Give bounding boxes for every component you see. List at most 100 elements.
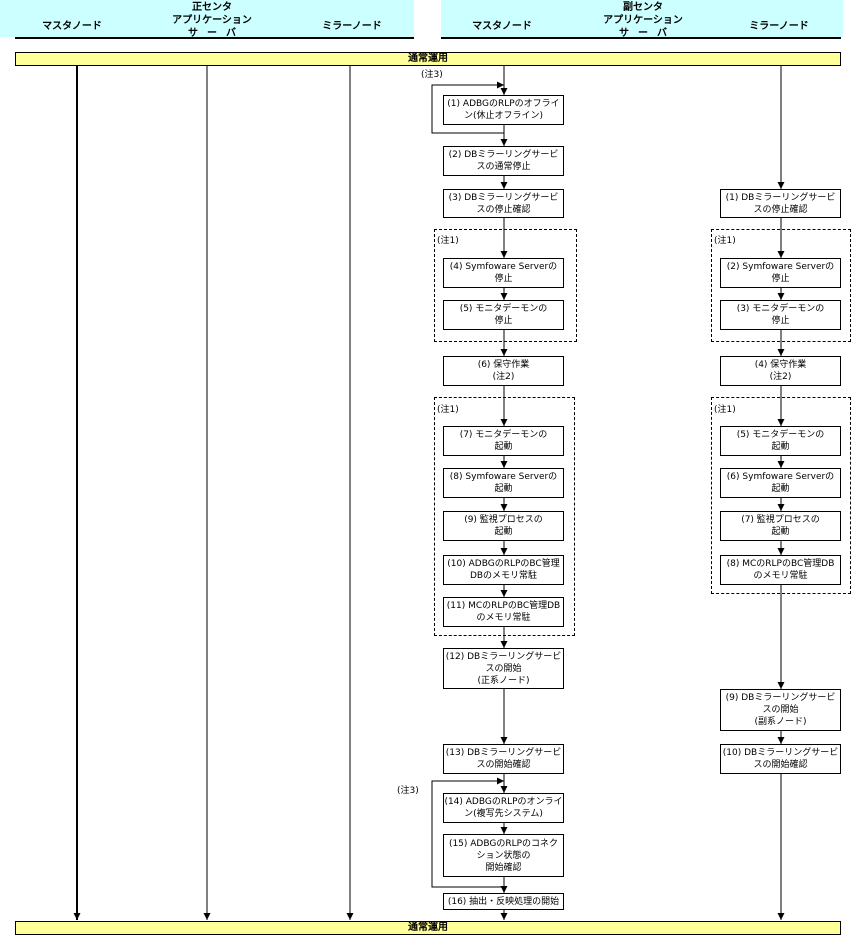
- step-text-line: (副系ノード): [754, 717, 807, 727]
- note3-label: (注3): [397, 786, 419, 796]
- note1-group-stop: [434, 229, 577, 342]
- step-text-line: (10) DBミラーリングサービ: [722, 748, 839, 758]
- step-text-line: (3) モニタデーモンの: [736, 304, 825, 314]
- step-text-line: スの停止確認: [753, 204, 808, 215]
- step-text-line: 起動: [494, 527, 513, 537]
- step-text-line: (15) ADBGのRLPのコネク: [448, 838, 559, 849]
- master-step-5-box: (5) モニタデーモンの 停止: [443, 300, 564, 330]
- step-text-line: (10) ADBGのRLPのBC管理: [447, 559, 560, 569]
- master-step-2-box: (2) DBミラーリングサービ スの通常停止: [443, 146, 564, 176]
- note1-group-start-mirror: [711, 397, 851, 594]
- step-text-line: 起動: [494, 484, 513, 494]
- mirror-step-2-box: (2) Symfoware Serverの 停止: [720, 258, 841, 288]
- secondary-mirror-node-label: ミラーノード: [749, 21, 809, 32]
- step-text-line: ション状態の: [476, 850, 531, 861]
- step-text-line: 停止: [494, 316, 513, 326]
- note1-label: (注1): [714, 236, 736, 246]
- primary-mirror-node-label: ミラーノード: [322, 21, 382, 32]
- step-text-line: (11) MCのRLPのBC管理DB: [446, 601, 561, 611]
- secondary-center-header: [441, 0, 843, 37]
- step-text-line: (16) 抽出・反映処理の開始: [447, 896, 560, 907]
- step-text-line: (9) DBミラーリングサービ: [725, 693, 836, 703]
- primary-header-underline: [15, 37, 414, 39]
- step-text-line: (7) モニタデーモンの: [459, 430, 548, 440]
- step-text-line: 起動: [494, 442, 513, 452]
- step-text-line: (4) 保守作業: [754, 360, 807, 370]
- primary-center-title: 正センタ: [192, 2, 232, 13]
- step-text-line: (1) ADBGのRLPのオフライ: [447, 99, 560, 109]
- secondary-center-title: 副センタ: [623, 2, 663, 13]
- step-text-line: (正系ノード): [477, 675, 530, 686]
- step-text-line: (注2): [492, 372, 515, 382]
- mirror-step-4-box: (4) 保守作業 (注2): [720, 356, 841, 386]
- step-text-line: のメモリ常駐: [753, 571, 808, 581]
- master-step-11-box: (11) MCのRLPのBC管理DB のメモリ常駐: [443, 597, 564, 627]
- step-text-line: 停止: [494, 274, 513, 284]
- note1-label: (注1): [437, 405, 459, 415]
- master-step-10-box: (10) ADBGのRLPのBC管理 DBのメモリ常駐: [443, 555, 564, 585]
- step-text-line: (5) モニタデーモンの: [736, 430, 825, 440]
- master-step-3-box: (3) DBミラーリングサービ スの停止確認: [443, 189, 564, 218]
- step-text-line: (7) 監視プロセスの: [741, 515, 820, 525]
- retry-loop-arrow: [431, 81, 504, 134]
- step-text-line: (13) DBミラーリングサービ: [445, 748, 562, 758]
- step-text-line: (8) Symfoware Serverの: [449, 472, 558, 482]
- step-text-line: スの停止確認: [476, 204, 531, 215]
- mirror-step-9-box: (9) DBミラーリングサービ スの開始 (副系ノード): [720, 689, 841, 731]
- retry-loop-arrow: [431, 777, 504, 888]
- mirror-step-6-box: (6) Symfoware Serverの 起動: [720, 468, 841, 498]
- master-step-6-box: (6) 保守作業 (注2): [443, 356, 564, 386]
- step-text-line: (1) DBミラーリングサービ: [725, 192, 836, 203]
- mirror-step-8-box: (8) MCのRLPのBC管理DB のメモリ常駐: [720, 555, 841, 585]
- step-text-line: (14) ADBGのRLPのオンライ: [444, 797, 563, 807]
- step-text-line: (8) MCのRLPのBC管理DB: [726, 559, 835, 569]
- step-text-line: (6) Symfoware Serverの: [726, 472, 835, 482]
- mirror-step-7-box: (7) 監視プロセスの 起動: [720, 511, 841, 541]
- step-text-line: (12) DBミラーリングサービ: [445, 651, 562, 662]
- step-text-line: スの開始確認: [476, 760, 531, 770]
- note1-group-stop-mirror: [711, 229, 851, 342]
- step-text-line: 開始確認: [485, 862, 522, 873]
- step-text-line: 起動: [771, 484, 790, 494]
- note1-label: (注1): [437, 236, 459, 246]
- master-step-1-box: (1) ADBGのRLPのオフライ ン(休止オフライン): [443, 95, 564, 125]
- master-step-13-box: (13) DBミラーリングサービ スの開始確認: [443, 744, 564, 774]
- master-step-4-box: (4) Symfoware Serverの 停止: [443, 258, 564, 288]
- master-step-16-box: (16) 抽出・反映処理の開始: [443, 893, 564, 910]
- note1-group-start: [434, 397, 575, 636]
- step-text-line: 起動: [771, 527, 790, 537]
- step-text-line: (5) モニタデーモンの: [459, 304, 548, 314]
- mirror-step-5-box: (5) モニタデーモンの 起動: [720, 426, 841, 456]
- step-text-line: ン(複写先システム): [464, 809, 543, 819]
- step-text-line: (3) DBミラーリングサービ: [448, 192, 559, 203]
- master-step-9-box: (9) 監視プロセスの 起動: [443, 511, 564, 541]
- normal-operation-bar-top: 通常運用: [15, 52, 841, 66]
- step-text-line: DBのメモリ常駐: [469, 571, 538, 581]
- step-text-line: スの通常停止: [476, 162, 531, 172]
- secondary-master-node-label: マスタノード: [472, 21, 532, 32]
- primary-master-node-label: マスタノード: [42, 21, 102, 32]
- step-text-line: スの開始: [762, 705, 799, 715]
- secondary-app-server-label-line1: アプリケーション: [603, 15, 683, 26]
- note1-label: (注1): [714, 405, 736, 415]
- step-text-line: 停止: [771, 274, 790, 284]
- primary-app-server-label-line2: サーバ: [188, 28, 245, 39]
- step-text-line: (9) 監視プロセスの: [464, 515, 543, 525]
- master-step-7-box: (7) モニタデーモンの 起動: [443, 426, 564, 456]
- step-text-line: 停止: [771, 316, 790, 326]
- normal-operation-bar-bottom: 通常運用: [15, 921, 841, 935]
- secondary-header-underline: [441, 37, 841, 39]
- step-text-line: (2) Symfoware Serverの: [726, 262, 835, 272]
- secondary-app-server-label-line2: サーバ: [619, 28, 676, 39]
- step-text-line: (注2): [769, 372, 792, 382]
- step-text-line: (4) Symfoware Serverの: [449, 262, 558, 272]
- master-step-15-box: (15) ADBGのRLPのコネク ション状態の 開始確認: [443, 834, 564, 877]
- step-text-line: スの開始: [485, 663, 522, 674]
- master-step-8-box: (8) Symfoware Serverの 起動: [443, 468, 564, 498]
- step-text-line: ン(休止オフライン): [463, 111, 544, 121]
- primary-center-header: [0, 0, 414, 37]
- mirror-step-1-box: (1) DBミラーリングサービ スの停止確認: [720, 189, 841, 218]
- step-text-line: (2) DBミラーリングサービ: [448, 150, 559, 160]
- step-text-line: スの開始確認: [753, 760, 808, 770]
